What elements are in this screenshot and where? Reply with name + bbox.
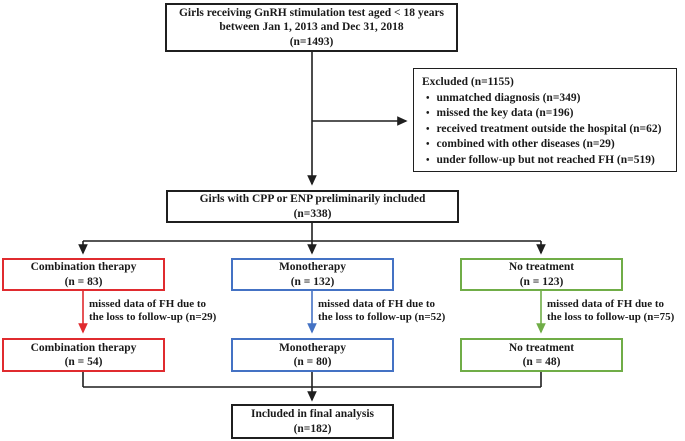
no-treatment-loss-line2: the loss to follow-up (n=75) [547, 310, 675, 323]
node-top-line2: between Jan 1, 2013 and Dec 31, 2018 [219, 21, 404, 34]
no-treatment-initial-label: No treatment [508, 261, 575, 273]
label-combination-loss: missed data of FH due to the loss to fol… [89, 298, 216, 323]
excluded-bullet-5-text: under follow-up but not reached FH (n=51… [436, 153, 655, 166]
bullet-icon: • [426, 123, 430, 135]
node-top-line1: Girls receiving GnRH stimulation test ag… [178, 6, 445, 19]
no-treatment-final-count: (n = 48) [522, 356, 561, 368]
node-monotherapy-final: Monotherapy (n = 80) [231, 338, 394, 372]
no-treatment-loss-line1: missed data of FH due to [547, 298, 665, 310]
node-no-treatment-final: No treatment (n = 48) [460, 338, 623, 372]
monotherapy-final-count: (n = 80) [293, 356, 332, 368]
preliminary-count: (n=338) [293, 207, 332, 220]
combination-initial-count: (n = 83) [64, 275, 103, 288]
monotherapy-initial-label: Monotherapy [278, 261, 347, 273]
excluded-bullet-2: • missed the key data (n=196) [422, 106, 573, 122]
excluded-bullet-3: • received treatment outside the hospita… [422, 122, 661, 138]
combination-final-count: (n = 54) [64, 356, 103, 368]
node-excluded: Excluded (n=1155) • unmatched diagnosis … [413, 68, 677, 172]
node-top-population: Girls receiving GnRH stimulation test ag… [165, 3, 458, 52]
combination-loss-line2: the loss to follow-up (n=29) [89, 310, 217, 323]
excluded-bullet-2-text: missed the key data (n=196) [436, 107, 574, 119]
excluded-bullet-4-text: combined with other diseases (n=29) [436, 138, 615, 150]
monotherapy-loss-line1: missed data of FH due to [318, 298, 436, 310]
node-monotherapy-initial: Monotherapy (n = 132) [231, 258, 394, 291]
bullet-icon: • [426, 108, 430, 119]
excluded-bullet-5: • under follow-up but not reached FH (n=… [422, 153, 655, 169]
excluded-title: Excluded (n=1155) [422, 76, 514, 88]
combination-initial-label: Combination therapy [30, 261, 137, 273]
node-combination-initial: Combination therapy (n = 83) [2, 258, 165, 291]
label-no-treatment-loss: missed data of FH due to the loss to fol… [547, 298, 674, 323]
no-treatment-initial-count: (n = 123) [519, 275, 564, 288]
combination-final-label: Combination therapy [30, 341, 137, 354]
bullet-icon: • [426, 139, 430, 150]
excluded-bullet-4: • combined with other diseases (n=29) [422, 137, 615, 153]
node-preliminary-included: Girls with CPP or ENP preliminarily incl… [166, 190, 459, 223]
monotherapy-initial-count: (n = 132) [290, 275, 335, 288]
excluded-bullet-1-text: unmatched diagnosis (n=349) [436, 91, 581, 104]
node-final-analysis: Included in final analysis (n=182) [231, 404, 394, 439]
preliminary-line1: Girls with CPP or ENP preliminarily incl… [199, 193, 426, 205]
bullet-icon: • [426, 154, 430, 166]
node-combination-final: Combination therapy (n = 54) [2, 338, 165, 372]
node-no-treatment-initial: No treatment (n = 123) [460, 258, 623, 291]
excluded-bullet-1: • unmatched diagnosis (n=349) [422, 91, 580, 107]
monotherapy-final-label: Monotherapy [278, 341, 347, 354]
excluded-bullet-3-text: received treatment outside the hospital … [436, 122, 662, 135]
no-treatment-final-label: No treatment [508, 341, 575, 354]
final-analysis-label: Included in final analysis [250, 408, 375, 420]
bullet-icon: • [426, 92, 430, 104]
node-top-count: (n=1493) [289, 35, 334, 48]
combination-loss-line1: missed data of FH due to [89, 298, 207, 310]
label-monotherapy-loss: missed data of FH due to the loss to fol… [318, 298, 445, 323]
final-analysis-count: (n=182) [293, 422, 332, 435]
monotherapy-loss-line2: the loss to follow-up (n=52) [318, 310, 446, 323]
